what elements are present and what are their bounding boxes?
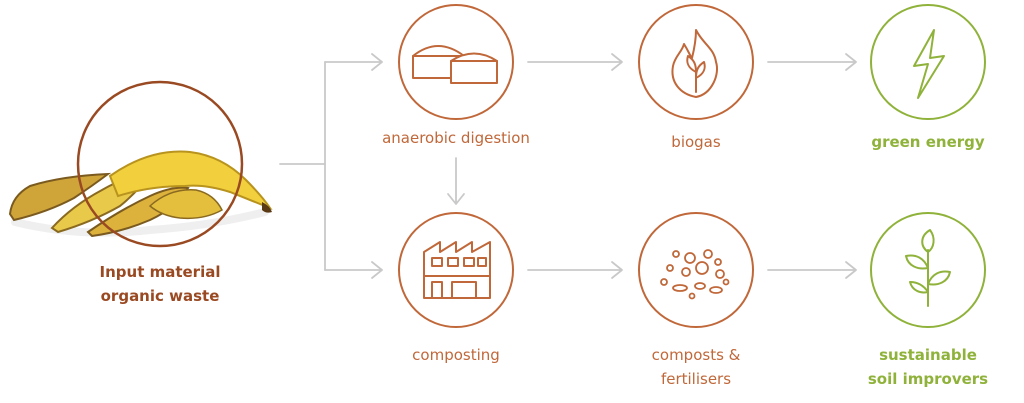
node-biogas <box>638 4 754 120</box>
label-soil-line2: soil improvers <box>867 370 989 388</box>
arrow-to-biogas <box>527 53 623 71</box>
node-circle <box>870 212 986 328</box>
digester-tanks-icon <box>412 45 498 84</box>
label-input-line2: organic waste <box>100 287 220 305</box>
node-circle <box>398 212 514 328</box>
plant-sprout-icon <box>905 229 951 307</box>
factory-icon <box>423 241 491 299</box>
node-composts <box>638 212 754 328</box>
label-input-line1: Input material <box>99 263 221 281</box>
label-input-material: Input material organic waste <box>70 260 250 308</box>
banana-peel-icon <box>76 80 244 248</box>
node-composting <box>398 212 514 328</box>
input-banana-image <box>8 80 273 248</box>
banana-body <box>108 150 273 211</box>
node-green-energy <box>870 4 986 120</box>
node-circle <box>398 4 514 120</box>
banana-tip <box>262 202 272 213</box>
connectors <box>279 53 857 279</box>
granules-icon <box>660 249 730 300</box>
arrow-to-anaerobic <box>324 53 383 71</box>
node-soil-improvers <box>870 212 986 328</box>
label-composts-line1: composts & <box>651 346 741 364</box>
label-soil-improvers: sustainable soil improvers <box>848 343 1008 391</box>
label-anaerobic-digestion: anaerobic digestion <box>382 129 530 147</box>
label-composts-fertilisers: composts & fertilisers <box>616 343 776 391</box>
node-circle <box>638 4 754 120</box>
label-green-energy: green energy <box>871 133 985 151</box>
arrow-to-composting <box>324 261 383 279</box>
flame-icon <box>671 29 718 98</box>
node-circle <box>870 4 986 120</box>
node-anaerobic-digestion <box>398 4 514 120</box>
label-biogas: biogas <box>671 133 721 151</box>
banana-peel-right <box>148 189 223 220</box>
label-composting: composting <box>412 346 500 364</box>
label-soil-line1: sustainable <box>879 346 977 364</box>
arrow-to-composts <box>527 261 623 279</box>
arrow-to-green-energy <box>767 53 857 71</box>
label-composts-line2: fertilisers <box>660 370 732 388</box>
banana-peel-left <box>8 172 112 222</box>
arrow-to-soil <box>767 261 857 279</box>
lightning-icon <box>913 29 945 99</box>
node-circle <box>638 212 754 328</box>
arrow-anaerobic-to-composting <box>447 157 465 205</box>
